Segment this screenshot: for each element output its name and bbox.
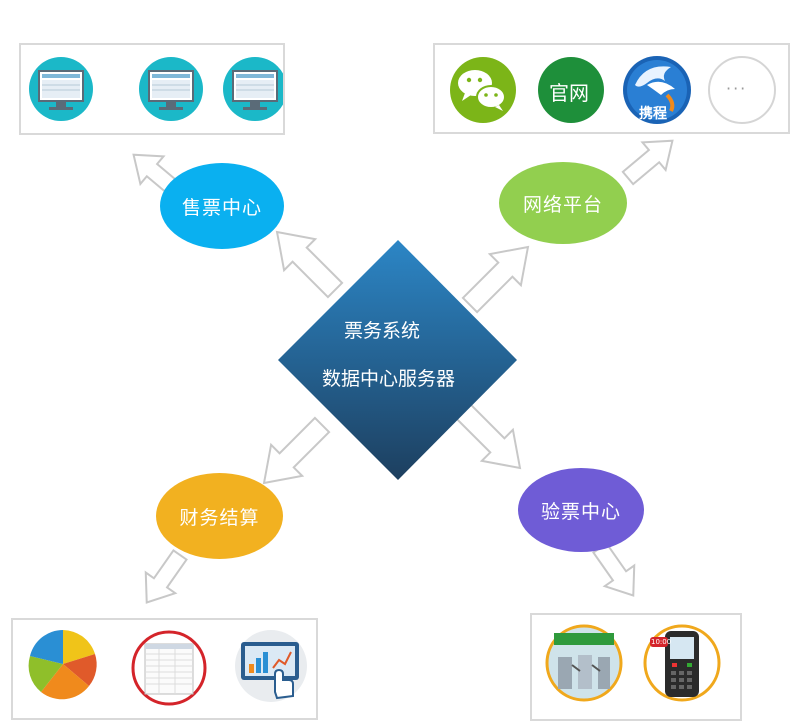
- node-sales-center[interactable]: 售票中心: [160, 163, 284, 249]
- arrow-to-check: [453, 401, 522, 470]
- arrow-finance-to-panel: [144, 549, 188, 604]
- ticket-check-devices-panel: 10:00: [530, 613, 742, 721]
- arrow-network-to-panel: [621, 139, 674, 186]
- online-channels-icons: [450, 56, 776, 124]
- arrow-to-sales: [275, 230, 344, 299]
- turnstile-gate-icon: [545, 624, 623, 702]
- finance-reports-panel: [11, 618, 318, 720]
- ticket-check-devices-icons: [545, 624, 721, 702]
- wechat-icon[interactable]: [450, 57, 516, 123]
- finance-reports-icons: [28, 630, 307, 706]
- sales-terminals-icons: [29, 57, 287, 121]
- handheld-scanner-icon: [643, 624, 721, 702]
- center-title: 票务系统: [344, 320, 421, 342]
- node-ticket-check-center[interactable]: 验票中心: [518, 468, 644, 552]
- node-sales-label: 售票中心: [181, 196, 262, 219]
- arrow-to-finance: [262, 416, 331, 485]
- center-subtitle: 数据中心服务器: [322, 368, 456, 390]
- spreadsheet-report-icon: [131, 630, 207, 706]
- more-icon[interactable]: [708, 56, 776, 124]
- sales-terminals-panel: [19, 43, 287, 135]
- more-label: ···: [726, 79, 748, 98]
- arrow-check-to-panel: [592, 542, 636, 597]
- ctrip-icon[interactable]: [623, 56, 691, 124]
- arrow-to-network: [461, 245, 530, 314]
- online-channels-panel: 官网 携程 ···: [433, 43, 790, 134]
- node-network-platform[interactable]: 网络平台: [499, 162, 627, 244]
- node-network-label: 网络平台: [522, 193, 603, 216]
- ticket-terminal-icon: [139, 57, 203, 121]
- ctrip-label: 携程: [639, 106, 667, 122]
- node-check-label: 验票中心: [540, 500, 621, 523]
- official-site-label: 官网: [549, 81, 589, 105]
- official-site-icon[interactable]: [538, 57, 604, 123]
- pie-report-icon: [28, 630, 97, 700]
- ticket-terminal-icon: [223, 57, 287, 121]
- tablet-analytics-icon: [235, 630, 307, 702]
- node-finance-label: 财务结算: [179, 506, 260, 529]
- scanner-time-label: 10:00: [651, 638, 672, 646]
- center-diamond: [278, 240, 517, 480]
- ticket-terminal-icon: [29, 57, 93, 121]
- node-finance-settlement[interactable]: 财务结算: [156, 473, 283, 559]
